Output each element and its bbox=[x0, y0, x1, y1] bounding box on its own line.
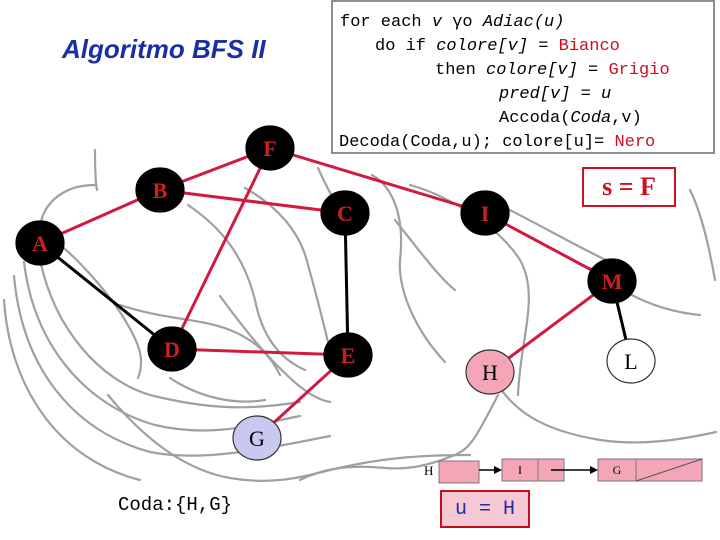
edge-f-i bbox=[269, 146, 486, 215]
queue-text: Coda:{H,G} bbox=[118, 494, 233, 516]
algo-line-6: Decoda(Coda,u); colore[u]= Nero bbox=[339, 133, 656, 152]
edge-a-d bbox=[39, 241, 173, 351]
adjacency-null-slash bbox=[635, 458, 703, 482]
node-d: D bbox=[147, 326, 197, 372]
node-d-label: D bbox=[164, 337, 180, 362]
node-l-label: L bbox=[624, 349, 637, 374]
adjacency-head-label: H bbox=[424, 463, 433, 478]
edge-b-c bbox=[159, 188, 346, 215]
node-m: M bbox=[587, 258, 637, 304]
edge-d-e bbox=[171, 347, 349, 357]
algo-line-2: do if colore[v] = Bianco bbox=[375, 37, 620, 56]
node-a-shape bbox=[15, 220, 65, 266]
node-i-shape bbox=[460, 190, 510, 236]
algorithm-box: for each v γο Adiac(u) do if colore[v] =… bbox=[331, 0, 715, 154]
node-e-label: E bbox=[341, 343, 356, 368]
algo-line-1: for each v γο Adiac(u) bbox=[340, 13, 565, 32]
node-a-label: A bbox=[32, 231, 48, 256]
slide-title: Algoritmo BFS II bbox=[62, 34, 266, 64]
adjacency-arrow-1-head bbox=[494, 466, 502, 474]
node-m-shape bbox=[587, 258, 637, 304]
node-d-shape bbox=[147, 326, 197, 372]
algo-line-3: then colore[v] = Grigio bbox=[435, 61, 670, 80]
node-c: C bbox=[320, 190, 370, 236]
algo-line-4: pred[v] = u bbox=[499, 85, 612, 104]
adjacency-cell-g-label: G bbox=[613, 463, 622, 477]
node-l: L bbox=[606, 338, 656, 384]
edge-m-h bbox=[489, 279, 613, 374]
node-a: A bbox=[15, 220, 65, 266]
node-e-shape bbox=[323, 332, 373, 378]
adjacency-arrow-2-head bbox=[590, 466, 598, 474]
node-layer: A B C D E F G H I L M bbox=[15, 125, 656, 461]
node-c-shape bbox=[320, 190, 370, 236]
node-h: H bbox=[465, 349, 515, 395]
algo-line-5: Accoda(Coda,v) bbox=[499, 109, 642, 128]
node-e: E bbox=[323, 332, 373, 378]
node-c-label: C bbox=[337, 201, 353, 226]
node-b-label: B bbox=[153, 178, 168, 203]
edge-f-d bbox=[170, 147, 272, 350]
node-f-label: F bbox=[263, 136, 276, 161]
node-i-label: I bbox=[481, 201, 490, 226]
node-g-label: G bbox=[249, 426, 265, 451]
node-m-label: M bbox=[602, 269, 623, 294]
edge-c-e bbox=[343, 212, 350, 356]
node-b: B bbox=[135, 167, 185, 213]
adjacency-list: H I G bbox=[424, 458, 703, 484]
edge-layer bbox=[39, 146, 633, 440]
node-f: F bbox=[245, 125, 295, 171]
current-vertex-box: u = H bbox=[440, 490, 530, 528]
node-l-shape bbox=[606, 338, 656, 384]
adjacency-cell-i-label: I bbox=[518, 463, 522, 477]
node-h-label: H bbox=[482, 360, 498, 385]
node-h-shape bbox=[465, 349, 515, 395]
node-g: G bbox=[232, 415, 282, 461]
adjacency-head-cell bbox=[438, 460, 480, 484]
node-i: I bbox=[460, 190, 510, 236]
node-b-shape bbox=[135, 167, 185, 213]
node-f-shape bbox=[245, 125, 295, 171]
node-g-shape bbox=[232, 415, 282, 461]
source-label: s = F bbox=[582, 167, 676, 207]
